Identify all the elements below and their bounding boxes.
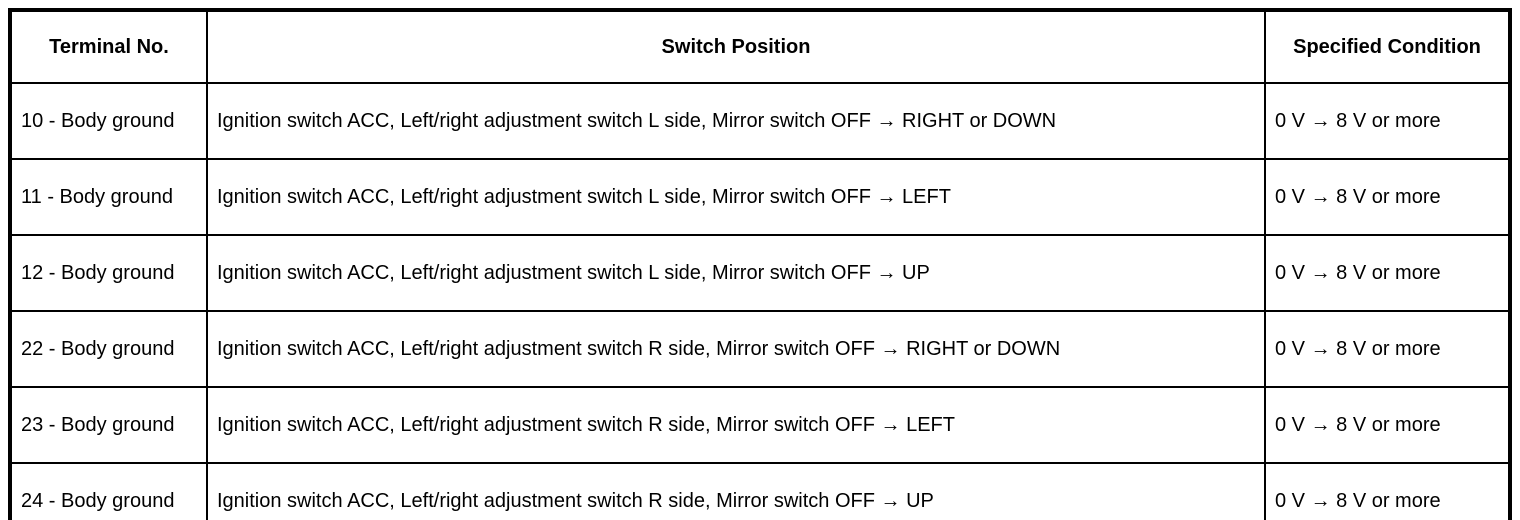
- column-header-specified-condition: Specified Condition: [1264, 9, 1511, 84]
- switch-position-cell: Ignition switch ACC, Left/right adjustme…: [206, 310, 1266, 388]
- terminal-cell: 11 - Body ground: [9, 158, 208, 236]
- table-row: 10 - Body ground Ignition switch ACC, Le…: [9, 82, 1511, 160]
- specified-condition-cell: 0 V → 8 V or more: [1264, 234, 1511, 312]
- table-row: 22 - Body ground Ignition switch ACC, Le…: [9, 310, 1511, 388]
- terminal-cell: 23 - Body ground: [9, 386, 208, 464]
- table-row: 23 - Body ground Ignition switch ACC, Le…: [9, 386, 1511, 464]
- table-body: 10 - Body ground Ignition switch ACC, Le…: [9, 82, 1511, 520]
- switch-position-cell: Ignition switch ACC, Left/right adjustme…: [206, 234, 1266, 312]
- table-row: 11 - Body ground Ignition switch ACC, Le…: [9, 158, 1511, 236]
- table-row: 12 - Body ground Ignition switch ACC, Le…: [9, 234, 1511, 312]
- specified-condition-cell: 0 V → 8 V or more: [1264, 462, 1511, 520]
- specified-condition-cell: 0 V → 8 V or more: [1264, 310, 1511, 388]
- terminal-inspection-table: Terminal No. Switch Position Specified C…: [8, 8, 1512, 520]
- specified-condition-cell: 0 V → 8 V or more: [1264, 386, 1511, 464]
- terminal-cell: 22 - Body ground: [9, 310, 208, 388]
- switch-position-cell: Ignition switch ACC, Left/right adjustme…: [206, 158, 1266, 236]
- table-row: 24 - Body ground Ignition switch ACC, Le…: [9, 462, 1511, 520]
- terminal-cell: 24 - Body ground: [9, 462, 208, 520]
- specified-condition-cell: 0 V → 8 V or more: [1264, 158, 1511, 236]
- column-header-switch-position: Switch Position: [206, 9, 1266, 84]
- switch-position-cell: Ignition switch ACC, Left/right adjustme…: [206, 82, 1266, 160]
- specified-condition-cell: 0 V → 8 V or more: [1264, 82, 1511, 160]
- switch-position-cell: Ignition switch ACC, Left/right adjustme…: [206, 462, 1266, 520]
- table-header: Terminal No. Switch Position Specified C…: [9, 9, 1511, 84]
- terminal-cell: 12 - Body ground: [9, 234, 208, 312]
- terminal-cell: 10 - Body ground: [9, 82, 208, 160]
- column-header-terminal-no: Terminal No.: [9, 9, 208, 84]
- header-row: Terminal No. Switch Position Specified C…: [9, 9, 1511, 84]
- switch-position-cell: Ignition switch ACC, Left/right adjustme…: [206, 386, 1266, 464]
